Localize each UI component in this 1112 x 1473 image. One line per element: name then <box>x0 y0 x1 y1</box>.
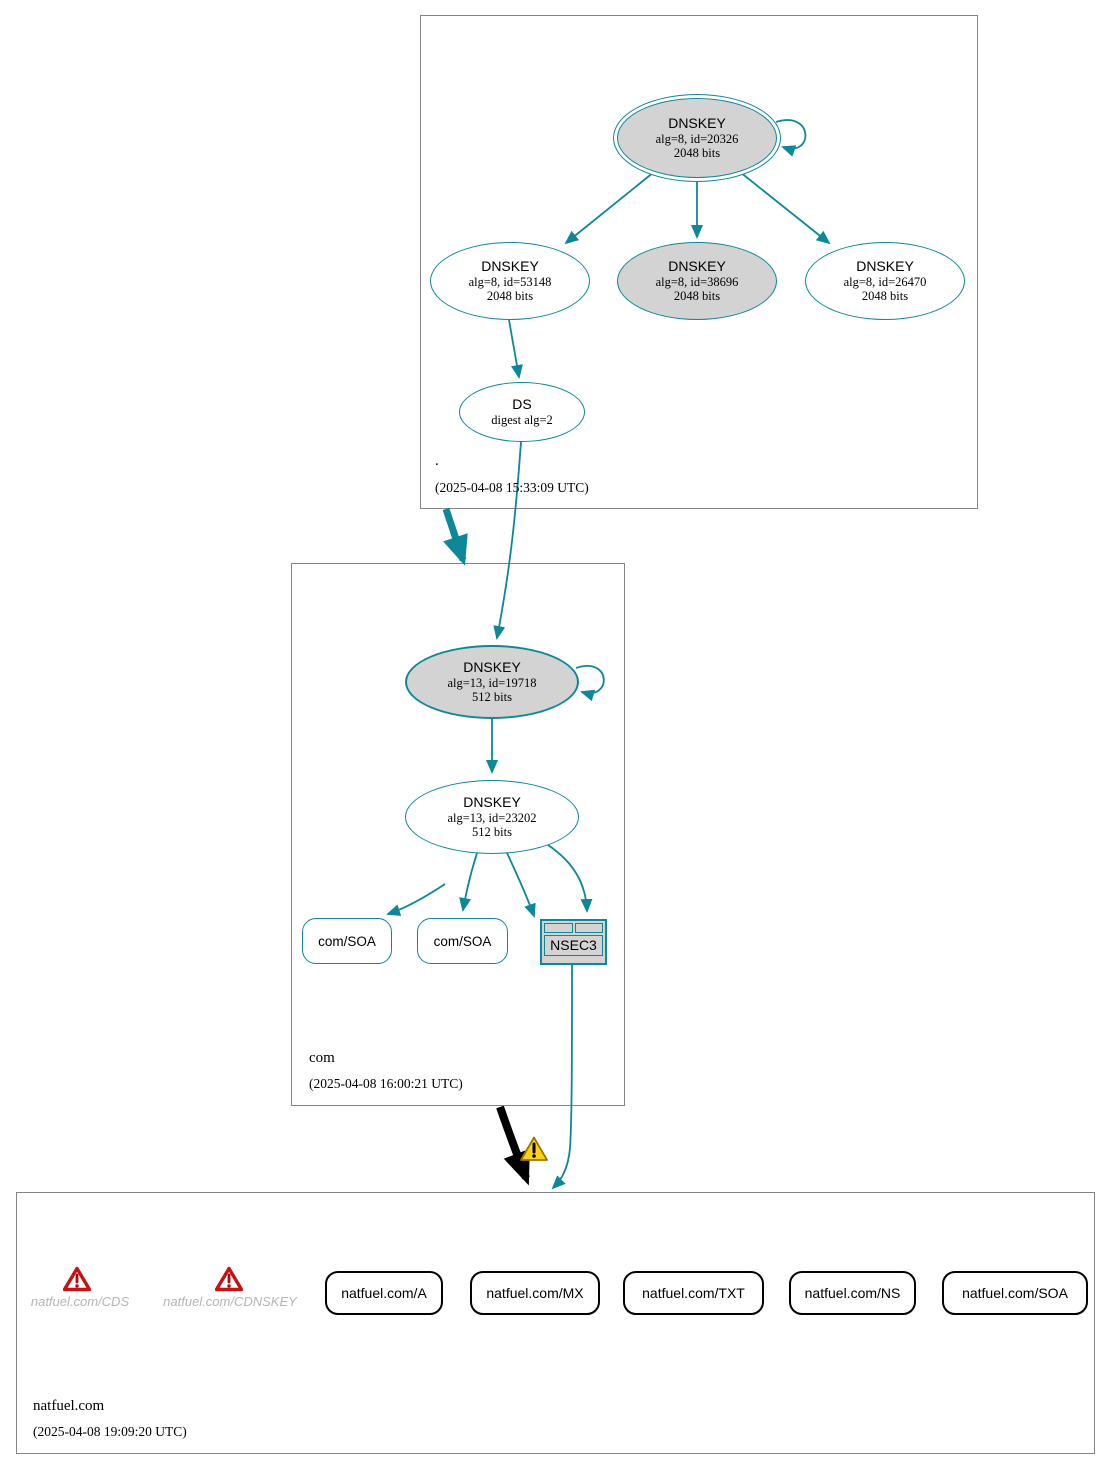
node-natfuel-cdnskey[interactable]: natfuel.com/CDNSKEY <box>163 1294 297 1309</box>
zone-label-com: com <box>309 1050 335 1066</box>
error-triangle-icon-cdnskey[interactable] <box>215 1266 243 1292</box>
node-title: DNSKEY <box>668 114 726 131</box>
node-dnskey-20326-inner: DNSKEY alg=8, id=20326 2048 bits <box>617 98 777 178</box>
node-size: 2048 bits <box>673 146 721 161</box>
zone-box-natfuel <box>16 1192 1095 1454</box>
node-label: com/SOA <box>318 933 376 949</box>
node-size: 512 bits <box>472 825 512 840</box>
zone-timestamp-com: (2025-04-08 16:00:21 UTC) <box>309 1076 463 1091</box>
node-natfuel-a[interactable]: natfuel.com/A <box>325 1271 443 1315</box>
node-natfuel-cds[interactable]: natfuel.com/CDS <box>30 1294 130 1309</box>
node-alg: alg=8, id=38696 <box>655 274 739 289</box>
nsec3-cell-left <box>544 923 573 933</box>
node-alg: alg=8, id=53148 <box>468 274 552 289</box>
node-detail: digest alg=2 <box>491 413 553 428</box>
node-dnskey-23202[interactable]: DNSKEY alg=13, id=23202 512 bits <box>405 780 579 854</box>
node-size: 2048 bits <box>673 289 721 304</box>
node-natfuel-txt[interactable]: natfuel.com/TXT <box>623 1271 764 1315</box>
node-dnskey-20326[interactable]: DNSKEY alg=8, id=20326 2048 bits <box>613 94 781 182</box>
nsec3-cell-right <box>574 923 603 933</box>
node-alg: alg=13, id=23202 <box>447 810 537 825</box>
node-title: DNSKEY <box>856 257 914 274</box>
node-label: com/SOA <box>433 933 492 949</box>
zone-timestamp-root: (2025-04-08 15:33:09 UTC) <box>435 480 589 495</box>
edge-root-delegation-com <box>442 507 468 566</box>
node-alg: alg=13, id=19718 <box>447 675 537 690</box>
error-triangle-icon-cds[interactable] <box>63 1266 91 1292</box>
nsec3-header-row <box>544 923 603 933</box>
zone-box-root <box>420 15 978 509</box>
node-size: 512 bits <box>472 690 512 705</box>
nsec3-label: NSEC3 <box>544 935 603 956</box>
node-dnskey-38696[interactable]: DNSKEY alg=8, id=38696 2048 bits <box>617 242 777 320</box>
node-com-soa-2[interactable]: com/SOA <box>417 918 508 964</box>
node-title: DNSKEY <box>668 257 726 274</box>
warning-triangle-icon[interactable] <box>519 1135 549 1163</box>
node-natfuel-soa[interactable]: natfuel.com/SOA <box>942 1271 1088 1315</box>
node-title: DNSKEY <box>463 793 521 810</box>
node-dnskey-53148[interactable]: DNSKEY alg=8, id=53148 2048 bits <box>430 242 590 320</box>
node-size: 2048 bits <box>861 289 909 304</box>
node-title: DNSKEY <box>481 257 539 274</box>
node-label: natfuel.com/MX <box>486 1285 584 1301</box>
node-label: natfuel.com/SOA <box>962 1285 1068 1301</box>
node-label: natfuel.com/TXT <box>642 1285 745 1301</box>
node-natfuel-mx[interactable]: natfuel.com/MX <box>470 1271 600 1315</box>
node-title: DNSKEY <box>463 658 521 675</box>
node-com-soa-1[interactable]: com/SOA <box>302 918 392 964</box>
zone-timestamp-natfuel: (2025-04-08 19:09:20 UTC) <box>33 1424 187 1439</box>
zone-label-natfuel: natfuel.com <box>33 1398 105 1414</box>
node-nsec3[interactable]: NSEC3 <box>540 919 607 965</box>
node-alg: alg=8, id=26470 <box>843 274 927 289</box>
node-dnskey-19718[interactable]: DNSKEY alg=13, id=19718 512 bits <box>405 645 579 719</box>
node-size: 2048 bits <box>486 289 534 304</box>
node-natfuel-ns[interactable]: natfuel.com/NS <box>789 1271 916 1315</box>
node-label: natfuel.com/NS <box>804 1285 901 1301</box>
node-alg: alg=8, id=20326 <box>655 131 739 146</box>
node-label: natfuel.com/A <box>341 1285 427 1301</box>
node-title: DS <box>512 396 532 413</box>
node-dnskey-26470[interactable]: DNSKEY alg=8, id=26470 2048 bits <box>805 242 965 320</box>
node-ds[interactable]: DS digest alg=2 <box>459 382 585 442</box>
zone-label-root: . <box>435 453 439 469</box>
